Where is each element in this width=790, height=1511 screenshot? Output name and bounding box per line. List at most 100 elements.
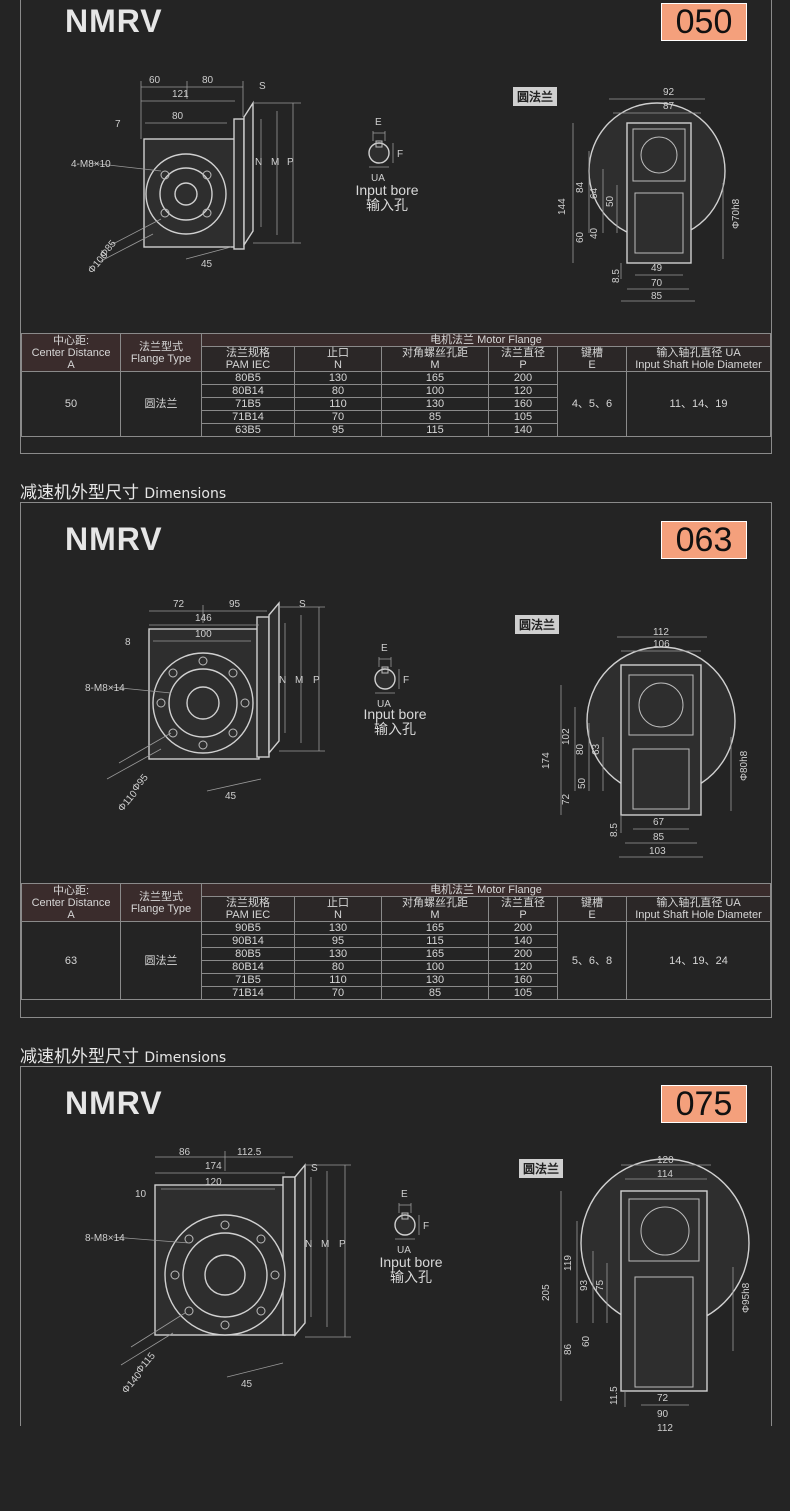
keyway-value: 5、6、8 <box>557 921 627 1000</box>
dim-label: N <box>255 157 262 168</box>
dim-label: 8-M8×14 <box>85 1233 125 1244</box>
dim-label: 121 <box>172 89 189 100</box>
dim-label: 45 <box>241 1379 253 1390</box>
dim-label: 103 <box>649 846 666 857</box>
dim-label: 8-M8×14 <box>85 683 125 694</box>
side-view-drawing: 72 95 146 100 8 8-M8×14 S N M P Φ95 Φ110… <box>85 599 325 814</box>
bore-label: Input bore 输入孔 <box>355 182 419 213</box>
dim-label: 120 <box>205 1177 222 1188</box>
dim-label: 70 <box>651 278 663 289</box>
dim-label: 120 <box>657 1155 674 1166</box>
dim-label: 87 <box>663 101 675 112</box>
dim-label: 40 <box>589 227 600 239</box>
dim-label: 112 <box>653 627 669 638</box>
dim-label: 50 <box>577 777 588 789</box>
size-badge: 050 <box>661 3 747 41</box>
dim-label: 10 <box>135 1189 147 1200</box>
dim-label: 86 <box>179 1147 191 1158</box>
dim-label: 119 <box>563 1255 574 1271</box>
bore-icon: E F UA <box>394 1189 429 1256</box>
dim-label: 85 <box>653 832 665 843</box>
dim-label: 63 <box>591 743 602 755</box>
center-header: 中心距: Center Distance A <box>21 883 121 922</box>
bore-icon: E F UA <box>374 643 409 710</box>
dim-label: 72 <box>561 793 572 805</box>
bore-f: F <box>397 149 403 160</box>
dim-label: N <box>305 1239 312 1250</box>
dim-label: 72 <box>657 1393 669 1404</box>
bore-f: F <box>403 675 409 686</box>
flange-tag: 圆法兰 <box>513 87 558 106</box>
size-badge: 075 <box>661 1085 747 1123</box>
motor-flange-header: 电机法兰 Motor Flange <box>201 333 771 347</box>
center-value: 50 <box>21 371 121 437</box>
dim-label: 50 <box>605 195 616 207</box>
flange-type-header: 法兰型式 Flange Type <box>120 883 202 922</box>
dim-label: 144 <box>557 198 568 215</box>
dim-label: 86 <box>563 1343 574 1355</box>
dim-label: 80 <box>575 743 586 755</box>
section-heading: 减速机外型尺寸 Dimensions <box>20 483 227 503</box>
dim-label: Φ70h8 <box>731 198 742 229</box>
dim-label: 8.5 <box>611 269 622 283</box>
bore-ua: UA <box>371 173 385 184</box>
dim-label: 95 <box>229 599 241 610</box>
dim-label: S <box>311 1163 318 1174</box>
dim-label: 90 <box>657 1409 669 1420</box>
dim-label: 49 <box>651 263 663 274</box>
dim-label: 11.5 <box>609 1386 620 1405</box>
dim-label: M <box>321 1239 329 1250</box>
dim-label: M <box>295 675 303 686</box>
dim-label: 106 <box>653 639 670 650</box>
dim-label: 7 <box>115 119 121 130</box>
dim-label: 60 <box>149 75 161 86</box>
dim-label: 45 <box>201 259 213 270</box>
bore-ua: UA <box>397 1245 411 1256</box>
front-view-drawing: 120 114 205 119 93 75 86 60 11.5 72 90 1… <box>541 1155 752 1434</box>
flange-tag: 圆法兰 <box>515 615 560 634</box>
dim-label: 60 <box>575 231 586 243</box>
model-title: NMRV <box>65 521 163 557</box>
dim-label: 60 <box>581 1335 592 1347</box>
flange-type-header: 法兰型式 Flange Type <box>120 333 202 372</box>
dim-label: 8.5 <box>609 823 620 837</box>
dim-label: 100 <box>195 629 212 640</box>
bore-icon: E F UA <box>368 117 403 184</box>
bore-ua: UA <box>377 699 391 710</box>
motor-flange-header: 电机法兰 Motor Flange <box>201 883 771 897</box>
dim-label: 80 <box>172 111 184 122</box>
flange-tag: 圆法兰 <box>519 1159 564 1178</box>
ua-value: 11、14、19 <box>626 371 771 437</box>
dim-label: 80 <box>202 75 214 86</box>
bore-label: Input bore 输入孔 <box>379 1254 443 1285</box>
dim-label: 85 <box>651 291 663 302</box>
dim-label: S <box>299 599 306 610</box>
dim-label: N <box>279 675 286 686</box>
dimension-panel-050: NMRV 050 圆法兰 60 80 121 80 7 4-M8×10 S N … <box>20 0 772 454</box>
dim-label: 45 <box>225 791 237 802</box>
dim-label: 8 <box>125 637 131 648</box>
model-title: NMRV <box>65 3 163 39</box>
dim-label: Φ80h8 <box>739 750 750 781</box>
dim-label: 112.5 <box>237 1147 262 1158</box>
dim-label: P <box>313 675 320 686</box>
flange-type-value: 圆法兰 <box>120 371 202 437</box>
spec-table: 中心距: Center Distance A 法兰型式 Flange Type … <box>21 883 771 1000</box>
dim-label: 64 <box>589 187 600 199</box>
flange-type-value: 圆法兰 <box>120 921 202 1000</box>
dim-label: P <box>287 157 294 168</box>
side-view-drawing: 86 112.5 174 120 10 8-M8×14 S N M P Φ115… <box>85 1147 351 1396</box>
keyway-value: 4、5、6 <box>557 371 627 437</box>
